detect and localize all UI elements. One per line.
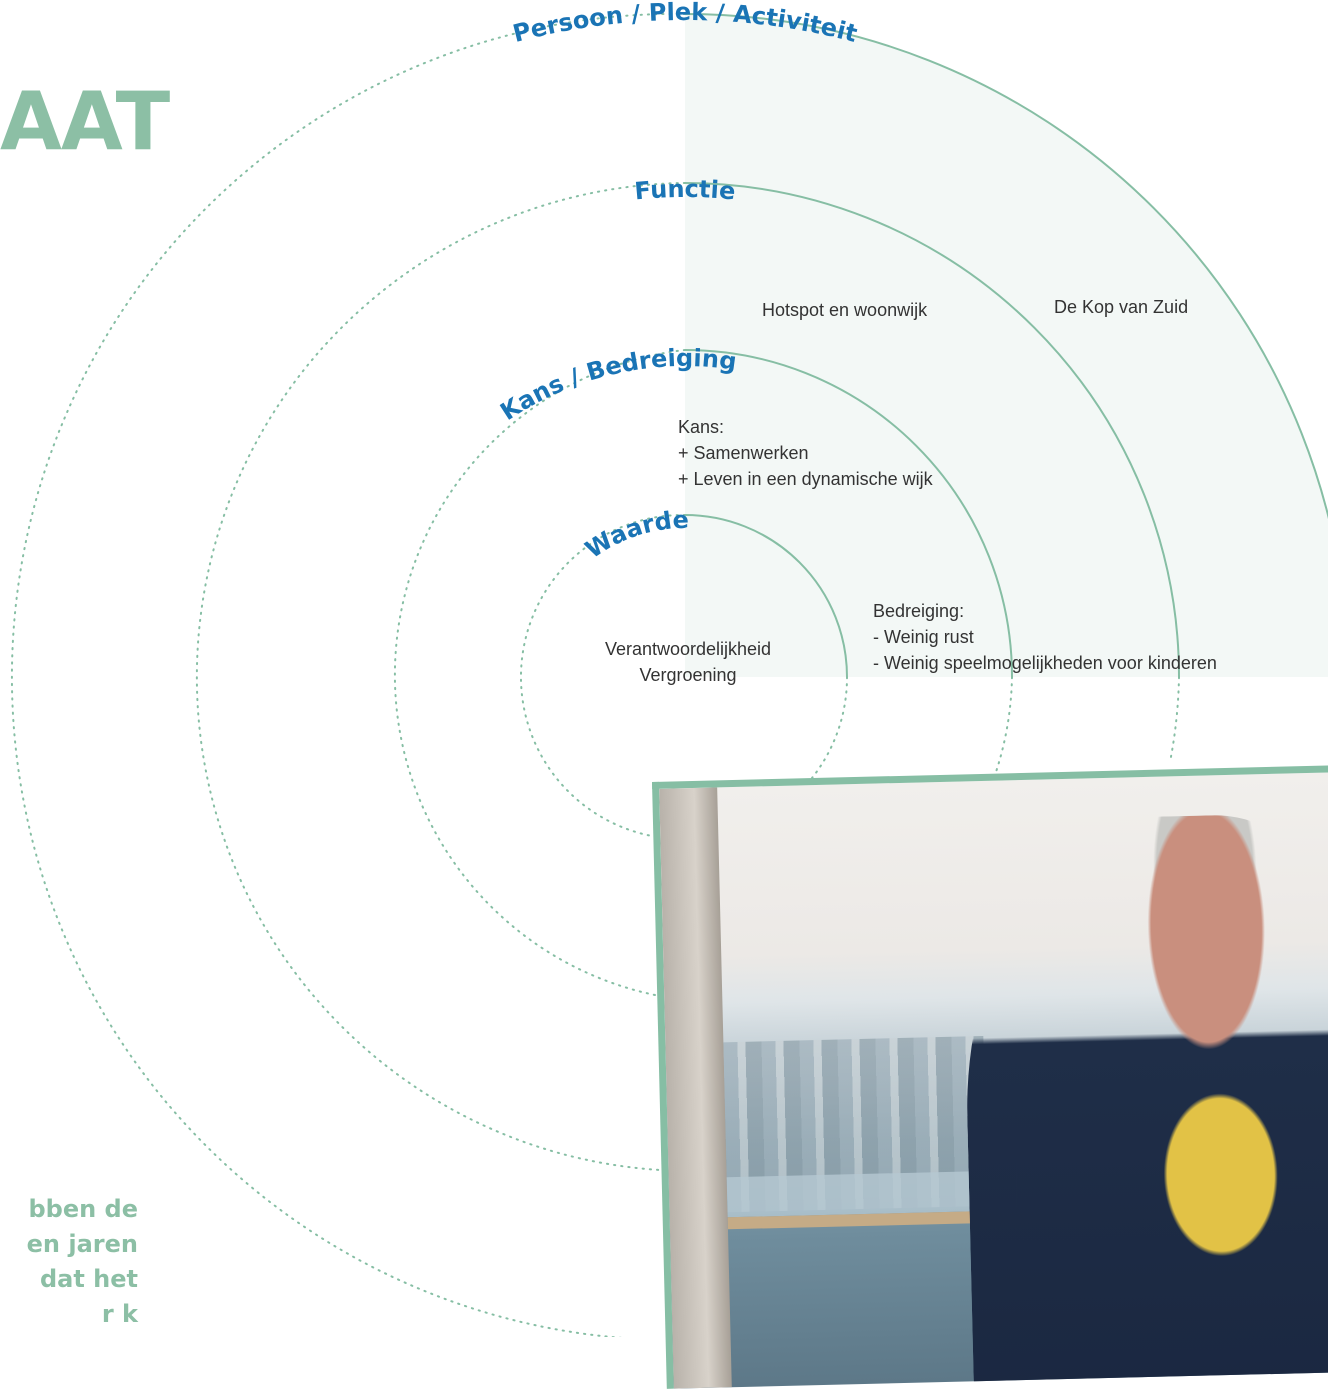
ring-persoon-dotted <box>11 12 686 1337</box>
bedreiging-title: Bedreiging: <box>873 601 964 621</box>
bedreiging-item: - Weinig rust <box>873 627 974 647</box>
kans-title: Kans: <box>678 417 724 437</box>
pull-quote: bben de en jaren dat het r k <box>0 1192 138 1332</box>
bedreiging-item: - Weinig speelmogelijkheden voor kindere… <box>873 653 1217 673</box>
balcony-pillar <box>659 787 732 1389</box>
ring-label-waarde: Waarde <box>580 506 689 564</box>
quote-line: en jaren <box>26 1230 138 1258</box>
waarde-text: Verantwoordelijkheid <box>605 639 771 659</box>
ring-kans-dotted <box>393 349 686 997</box>
ring-kans-dotted-right <box>995 676 1013 773</box>
quote-line: bben de <box>28 1195 138 1223</box>
ring-waarde-arc <box>684 514 848 678</box>
person-figure <box>960 811 1328 1389</box>
ring-kans-arc <box>684 349 1013 678</box>
portrait-photo <box>652 764 1328 1389</box>
values-ring-diagram: Persoon / Plek / Activiteit Functie Kans… <box>11 0 1328 1337</box>
quote-line: dat het <box>39 1265 138 1293</box>
kans-item: + Samenwerken <box>678 443 809 463</box>
ring-waarde-dotted <box>520 513 686 837</box>
kans-item: + Leven in een dynamische wijk <box>678 469 934 489</box>
quote-line: r k <box>101 1300 138 1328</box>
waarde-text: Vergroening <box>639 665 736 685</box>
ring-persoon-arc <box>684 13 1328 520</box>
ring-functie-arc <box>684 182 1180 678</box>
ring-waarde-dotted-right <box>811 676 849 779</box>
quadrant-fill <box>685 14 1328 677</box>
ring-label-functie: Functie <box>633 175 736 206</box>
functie-text: Hotspot en woonwijk <box>762 300 928 320</box>
page-title: AAT <box>0 75 170 168</box>
ring-functie-dotted-right <box>1169 676 1180 763</box>
ring-functie-dotted <box>195 182 686 1171</box>
persoon-text: De Kop van Zuid <box>1054 297 1188 317</box>
